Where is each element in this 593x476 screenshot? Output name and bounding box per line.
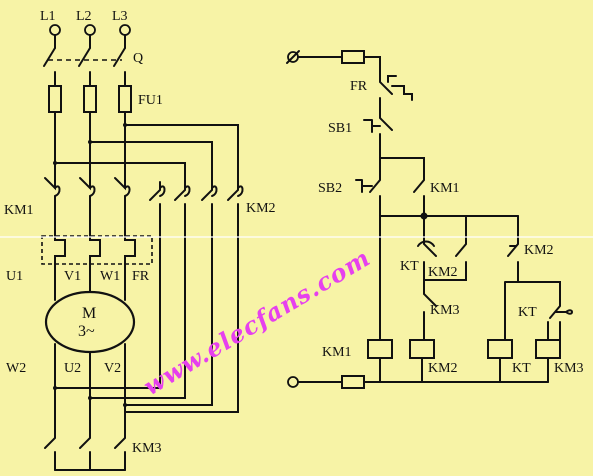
start-branch-wire	[379, 149, 425, 173]
label-l2: L2	[76, 9, 92, 24]
motor: M 3~	[44, 267, 136, 431]
coil-km1	[367, 339, 393, 359]
label-sb2: SB2	[318, 181, 342, 196]
terminal-control-bottom	[287, 376, 299, 388]
label-l3: L3	[112, 9, 128, 24]
label-kt-coil: KT	[512, 361, 531, 376]
label-km1-coil: KM1	[322, 345, 352, 360]
contact-km2-interlock	[507, 235, 519, 283]
label-km3-ctrl: KM3	[430, 303, 460, 318]
contact-km1-hold	[413, 171, 425, 217]
branch-wires-km2	[53, 123, 239, 183]
contact-km3-nc	[423, 279, 437, 341]
label-v2: V2	[104, 361, 121, 376]
label-sb1: SB1	[328, 121, 352, 136]
label-q: Q	[133, 51, 143, 66]
switch-q	[43, 34, 126, 87]
label-km2-main: KM2	[246, 201, 276, 216]
button-sb1	[363, 109, 393, 151]
label-u2: U2	[64, 361, 81, 376]
label-km2-coil: KM2	[428, 361, 458, 376]
button-sb2	[355, 171, 381, 217]
coils	[367, 321, 561, 383]
label-km3-coil: KM3	[554, 361, 584, 376]
right-branch-wire	[504, 281, 561, 341]
control-fuse-bottom	[341, 375, 365, 389]
coil-kt	[487, 339, 513, 359]
label-kt-ctrl: KT	[400, 259, 419, 274]
contact-kt-delay	[549, 299, 573, 341]
label-motor-m: M	[82, 305, 96, 322]
label-km3-main: KM3	[132, 441, 162, 456]
contacts-km3-main	[44, 429, 126, 471]
label-v1: V1	[64, 269, 81, 284]
label-w2: W2	[6, 361, 26, 376]
label-fr-ctrl: FR	[350, 79, 368, 94]
control-fuse-top	[341, 50, 365, 64]
label-u1: U1	[6, 269, 23, 284]
terminal-l3	[119, 24, 131, 36]
contact-km2-self	[423, 235, 467, 281]
label-fr-main: FR	[132, 269, 150, 284]
label-km2-ctrl: KM2	[524, 243, 554, 258]
terminal-l2	[84, 24, 96, 36]
label-l1: L1	[40, 9, 56, 24]
coil-km2	[409, 339, 435, 359]
contacts-km2-main	[149, 181, 244, 223]
main-circuit: L1 L2 L3 Q FU1	[4, 9, 276, 471]
label-km1-ctrl: KM1	[430, 181, 460, 196]
label-motor-3ph: 3~	[78, 323, 95, 340]
label-w1: W1	[100, 269, 120, 284]
label-km2-nc: KM2	[428, 265, 458, 280]
fuse-fu1	[48, 85, 132, 181]
coil-km3	[535, 339, 561, 359]
terminal-l1	[49, 24, 61, 36]
thermal-relay-fr	[41, 231, 153, 269]
control-circuit: FR SB1 SB2 KM1 KT	[286, 50, 584, 389]
label-fu1: FU1	[138, 93, 163, 108]
watermark-text: www.elecfans.com	[138, 243, 375, 401]
contact-kt-nc	[417, 235, 437, 281]
label-km1-main: KM1	[4, 203, 34, 218]
contacts-km1-main	[44, 177, 131, 233]
contact-fr-ctrl	[379, 71, 413, 111]
label-kt-td: KT	[518, 305, 537, 320]
return-wires	[53, 221, 239, 413]
